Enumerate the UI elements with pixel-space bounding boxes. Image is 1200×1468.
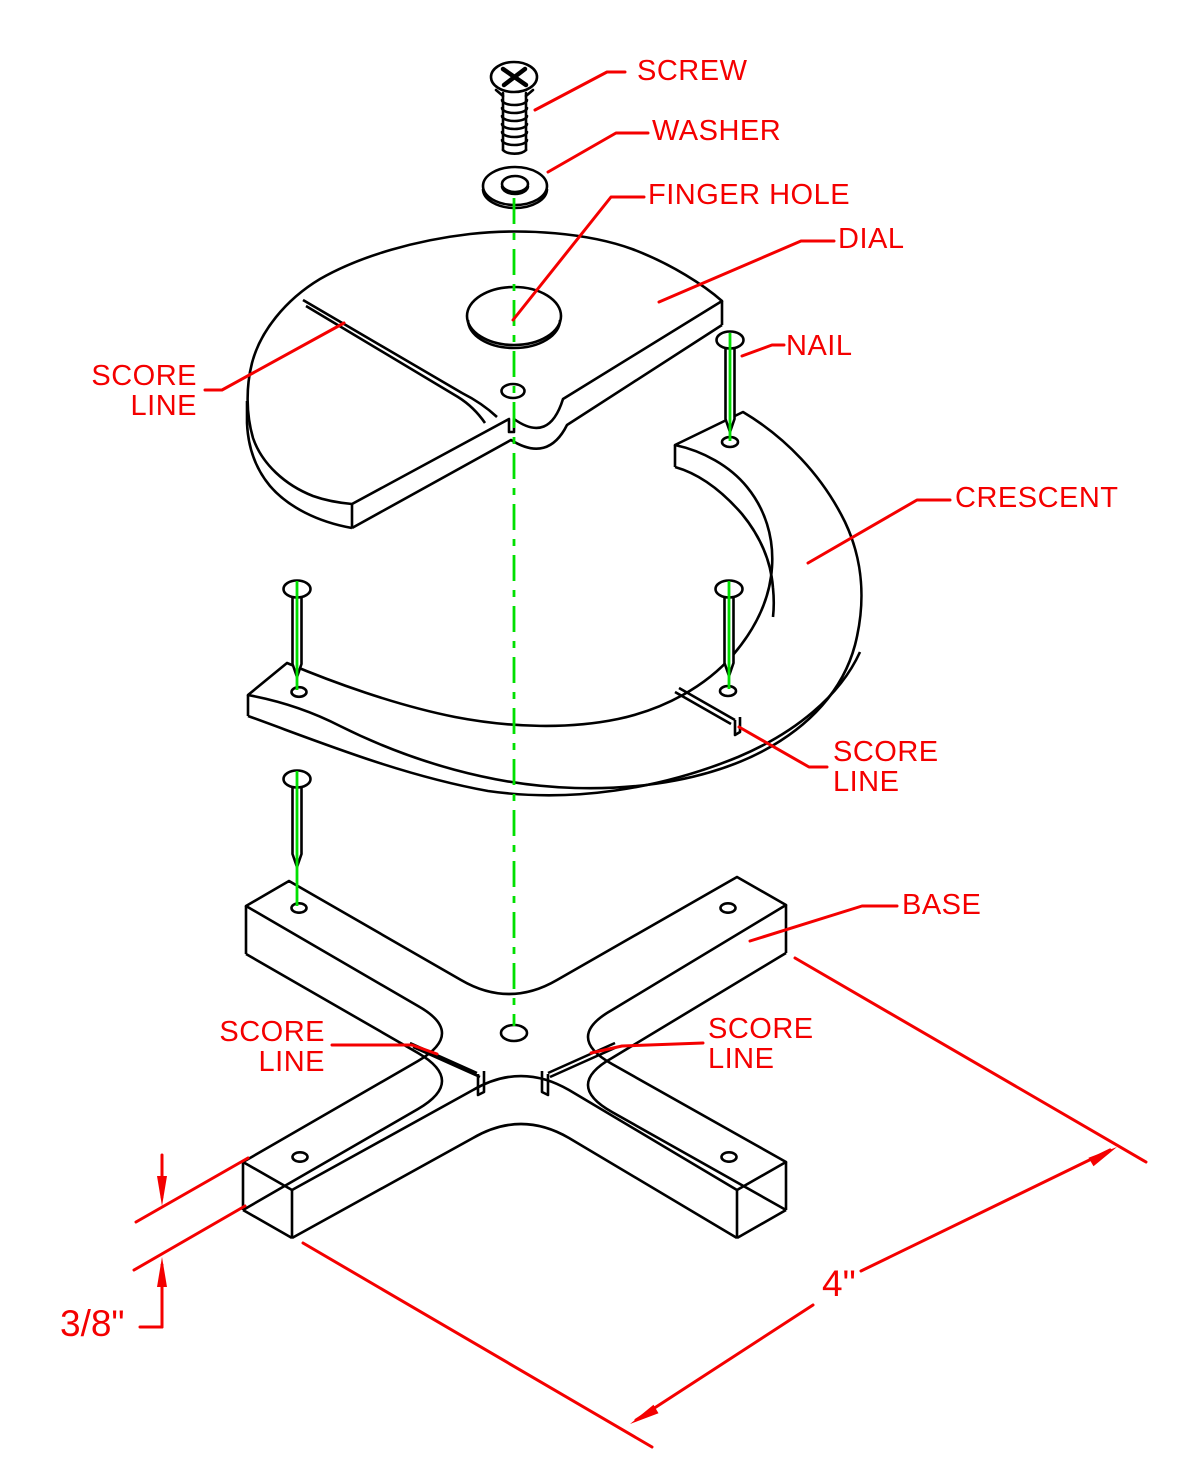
screw-label: SCREW — [637, 55, 748, 87]
dim-38-arrowhead-upper — [157, 1176, 167, 1206]
score-line-label-crescent-line2: LINE — [833, 766, 900, 798]
nail-leader-line — [740, 343, 786, 358]
dimension-4in-text: 4" — [822, 1263, 856, 1304]
dial-thickness-edges — [245, 301, 724, 530]
score-line-label-base-left: SCORE LINE — [205, 1017, 325, 1077]
leader-lines — [203, 70, 952, 1056]
base-hole-se — [720, 1151, 738, 1164]
screw-head-neck — [494, 88, 535, 98]
score-line-label-dial-line2: LINE — [130, 390, 197, 422]
dial-label: DIAL — [838, 223, 905, 255]
crescent-leader-line — [806, 498, 952, 565]
base-leader-line — [748, 904, 899, 943]
centerlines — [295, 198, 732, 1026]
base-score-line-right — [540, 1041, 618, 1097]
screw-threads — [500, 98, 529, 155]
dial-leader-line — [657, 239, 836, 304]
dim-4in-line-upper — [859, 1148, 1112, 1273]
dial-score-line — [302, 298, 498, 424]
dimension-lines — [132, 956, 1148, 1449]
dial-finger-hole-depth — [466, 319, 562, 350]
dial-drawing — [245, 230, 724, 530]
score-line-label-dial-line1: SCORE — [91, 360, 197, 392]
crescent-score-line — [674, 686, 742, 737]
nail-label: NAIL — [786, 330, 853, 362]
score-line-label-base-right-line2: LINE — [708, 1043, 775, 1075]
dim-38-extension-line-upper — [134, 1156, 250, 1224]
crescent-thickness-edges — [246, 445, 862, 797]
dim-4in-arrowhead-upper — [1088, 1147, 1117, 1167]
dim-4in-extension-line-upper — [793, 956, 1148, 1164]
score-line-label-crescent-line1: SCORE — [833, 736, 939, 768]
base-drawing — [241, 875, 788, 1240]
base-hole-ne — [719, 901, 737, 914]
score-line-dial-leader-line — [203, 321, 346, 392]
score-line-label-base-right: SCORE LINE — [708, 1014, 814, 1074]
finger-hole-label: FINGER HOLE — [648, 179, 851, 211]
dim-4in-line-lower — [634, 1303, 815, 1422]
screw-leader-line — [533, 70, 627, 112]
dim-4in-arrowhead-lower — [630, 1404, 659, 1424]
score-line-base-right-leader-line — [589, 1041, 705, 1055]
dial-top-face — [246, 230, 724, 506]
phillips-cross-icon — [500, 66, 529, 88]
score-line-label-base-left-line1: SCORE — [219, 1016, 325, 1048]
score-line-base-left-leader-line — [330, 1043, 439, 1056]
washer-hole — [500, 174, 530, 194]
dim-4in-extension-line-lower — [301, 1241, 654, 1449]
washer-label: WASHER — [652, 115, 782, 147]
crescent-label: CRESCENT — [955, 482, 1119, 514]
dim-38-arrowhead-lower — [157, 1257, 167, 1287]
base-label: BASE — [902, 889, 982, 921]
score-line-label-base-left-line2: LINE — [258, 1046, 325, 1078]
score-line-crescent-leader-line — [737, 725, 829, 769]
crescent-hole-left-end — [290, 685, 308, 699]
dimension-38in-text: 3/8" — [60, 1303, 125, 1344]
washer-hole-depth — [500, 185, 530, 196]
washer-leader-line — [546, 131, 650, 174]
screw-drawing — [489, 60, 539, 155]
finger-hole-leader-line — [511, 195, 646, 322]
score-line-label-dial: SCORE LINE — [77, 361, 197, 421]
base-hole-nw — [290, 901, 308, 914]
dim-38-extension-line-lower — [132, 1204, 247, 1272]
crescent-drawing — [246, 410, 863, 797]
base-hole-sw — [291, 1151, 309, 1164]
dial-center-hole — [500, 382, 526, 400]
score-line-label-crescent: SCORE LINE — [833, 737, 939, 797]
score-line-label-base-right-line1: SCORE — [708, 1013, 814, 1045]
crescent-top-face — [246, 410, 863, 790]
